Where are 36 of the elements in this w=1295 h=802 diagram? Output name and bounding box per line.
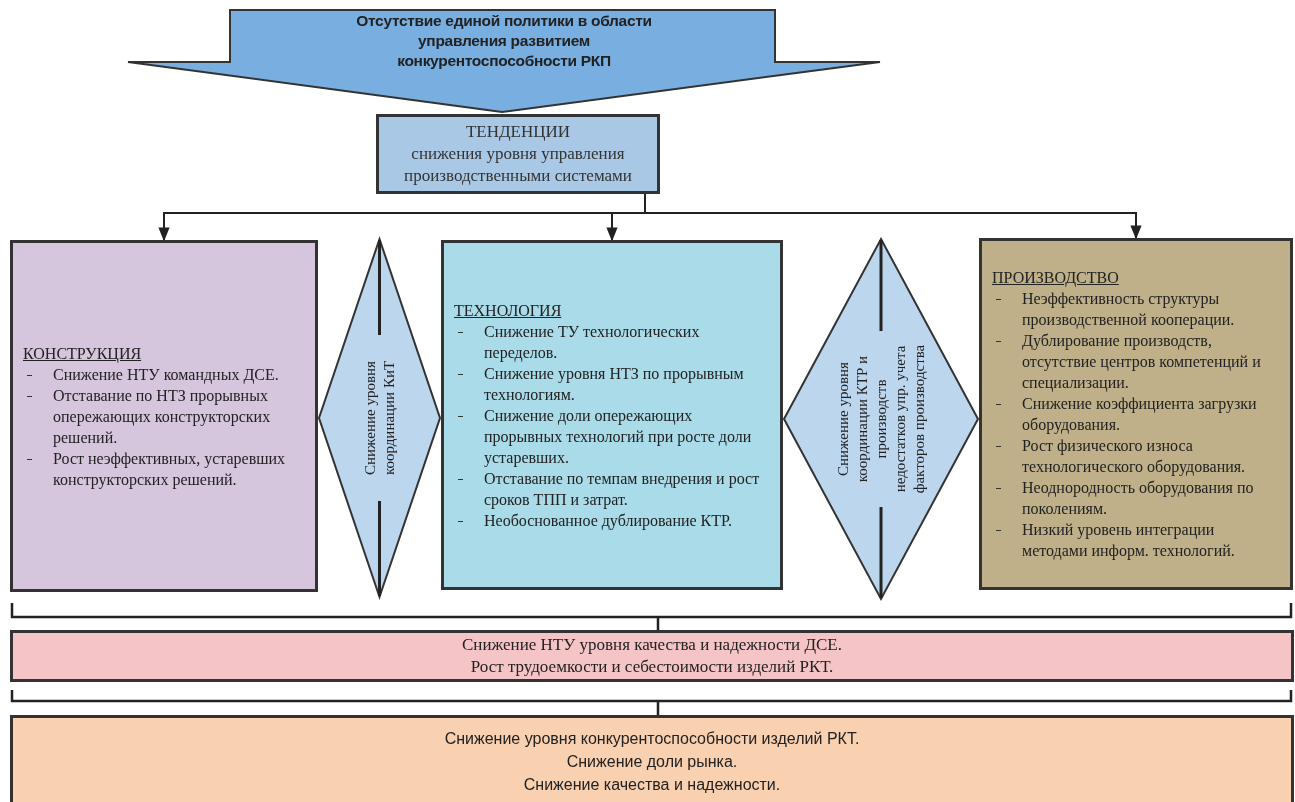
outcome-box bbox=[10, 715, 1294, 802]
category-heading: ПРОИЗВОДСТВО bbox=[992, 268, 1120, 288]
category-heading: ТЕХНОЛОГИЯ bbox=[454, 300, 563, 321]
list-item: Снижение НТУ командных ДСЕ. bbox=[23, 363, 305, 385]
list-item: Снижение ТУ технологических переделов. bbox=[454, 320, 770, 363]
coordination-diamond bbox=[318, 238, 441, 598]
list-item: Отставание по НТЗ прорывных опережающих конструкторских решений. bbox=[23, 384, 305, 448]
box-text: снижения уровня управления производственными системами bbox=[403, 143, 633, 187]
category-box bbox=[10, 240, 318, 592]
list-item: Неэффективность структуры производственной кооперации. bbox=[992, 288, 1280, 330]
box-heading: ТЕНДЕНЦИИ bbox=[465, 121, 571, 143]
box-text: Снижение НТУ уровня качества и надежности ДСЕ. bbox=[461, 634, 842, 656]
diamond-label: Снижение уровня координации КиТ bbox=[360, 359, 398, 478]
list-item: Отставание по темпам внедрения и рост сроков ТПП и затрат. bbox=[454, 467, 770, 510]
box-text: Снижение уровня конкурентоспособности изделий РКТ. bbox=[444, 728, 860, 749]
list-item: Снижение доли опережающих прорывных технологий при росте доли устаревших. bbox=[454, 404, 770, 468]
trend-box bbox=[376, 114, 660, 194]
box-text: Снижение качества и надежности. bbox=[523, 774, 781, 795]
arrow-shape bbox=[128, 8, 880, 114]
list-item: Неоднородность оборудования по поколениям. bbox=[992, 477, 1280, 519]
box-text: Снижение доли рынка. bbox=[566, 751, 738, 772]
arrow-text: Отсутствие единой политики в области управления развитием конкурентоспособности РКП bbox=[355, 11, 653, 71]
list-item: Снижение коэффициента загрузки оборудования. bbox=[992, 393, 1280, 435]
list-item: Снижение уровня НТЗ по прорывным технологиям. bbox=[454, 362, 770, 405]
category-box bbox=[441, 240, 783, 590]
list-item: Рост неэффективных, устаревших конструкторских решений. bbox=[23, 447, 305, 490]
list-item: Дублирование производств, отсутствие центров компетенций и специализации. bbox=[992, 330, 1280, 393]
list-item: Необоснованное дублирование КТР. bbox=[454, 509, 770, 531]
diamond-label: Снижение уровня координации КТР и производств недостатков упр. учета факторов производства bbox=[833, 343, 928, 496]
list-item: Рост физического износа технологического оборудования. bbox=[992, 435, 1280, 477]
box-text: Рост трудоемкости и себестоимости изделий РКТ. bbox=[470, 656, 834, 678]
category-box bbox=[979, 238, 1293, 590]
category-heading: КОНСТРУКЦИЯ bbox=[23, 343, 143, 364]
coordination-diamond bbox=[783, 238, 979, 600]
result-box bbox=[10, 630, 1294, 682]
list-item: Низкий уровень интеграции методами информ. технологий. bbox=[992, 519, 1280, 561]
